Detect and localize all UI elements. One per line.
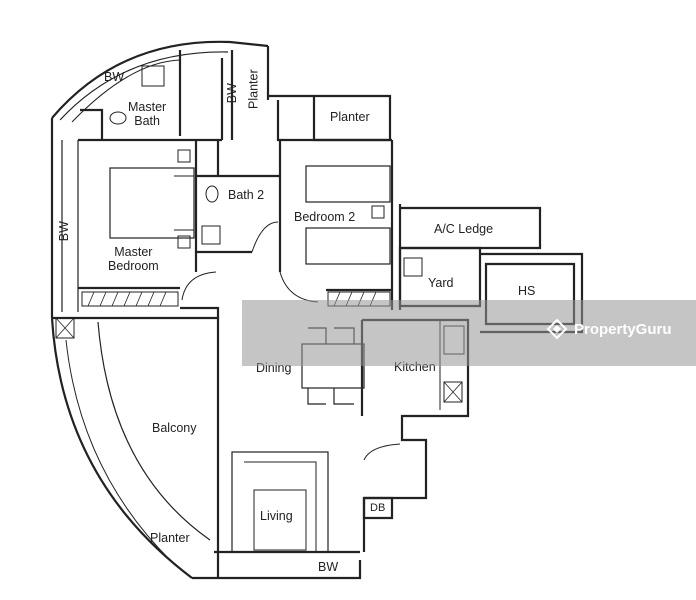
- label-ac-ledge: A/C Ledge: [434, 222, 494, 236]
- planter-box-vertical: [230, 46, 270, 140]
- bedroom2-bed-top: [305, 165, 391, 203]
- balcony-post: [55, 317, 75, 339]
- toilet-bath2: [205, 185, 219, 203]
- label-db: DB: [370, 502, 386, 514]
- door-arc-bedroom2: [279, 271, 319, 303]
- curved-inner-wall-top: [59, 51, 229, 121]
- label-bw-top: BW: [104, 70, 125, 84]
- master-wardrobe: [81, 291, 179, 307]
- wall-top-right: [276, 100, 392, 142]
- sofa-cushions: [244, 461, 317, 552]
- master-bed-pillows: [174, 175, 195, 231]
- bedroom2-bed-bottom: [305, 227, 391, 265]
- label-bath-2: Bath 2: [228, 188, 265, 202]
- label-balcony: Balcony: [152, 421, 197, 435]
- living-sofa: [231, 451, 329, 553]
- top-planter-box: [268, 94, 392, 142]
- door-arc-bath2: [251, 221, 279, 253]
- watermark-band: [242, 300, 696, 366]
- bedroom2-wardrobe-hatch: [333, 291, 377, 307]
- master-bath-left-box: [80, 108, 104, 140]
- label-bw-bottom: BW: [318, 560, 339, 574]
- toilet-master: [109, 111, 127, 125]
- label-bw-left: BW: [56, 221, 71, 242]
- label-bedroom-2: Bedroom 2: [294, 210, 356, 224]
- basin-bath2: [201, 225, 221, 245]
- balcony-outer-curve: [50, 317, 193, 579]
- label-yard: Yard: [428, 276, 454, 290]
- balcony-inner-curve-2: [65, 339, 171, 561]
- bedroom2-walls: [278, 140, 394, 310]
- label-living: Living: [260, 509, 293, 523]
- watermark-logo: PropertyGuru: [546, 318, 672, 340]
- door-arc-master: [181, 271, 217, 301]
- basin-master: [141, 65, 165, 87]
- label-planter-bottom: Planter: [150, 531, 190, 545]
- yard-sink: [403, 257, 423, 277]
- balcony-inner-curve: [97, 321, 211, 541]
- master-bedroom-bottom-wall: [52, 286, 220, 320]
- label-hs: HS: [518, 284, 536, 298]
- master-bed: [109, 167, 195, 239]
- propertyguru-logo-icon: [546, 318, 568, 340]
- label-master-bath: Master Bath: [128, 100, 167, 129]
- ac-box-master: [177, 149, 191, 163]
- watermark-brand: PropertyGuru: [574, 320, 672, 338]
- master-wardrobe-hatch: [87, 291, 167, 307]
- label-planter-vertical: Planter: [246, 69, 261, 109]
- ac-box-bedroom2: [371, 205, 385, 219]
- fridge-cross: [443, 381, 463, 403]
- fridge-box: [443, 381, 463, 403]
- label-planter-top: Planter: [330, 110, 370, 124]
- curved-outer-wall-top: [51, 40, 269, 119]
- ac-box-master-2: [177, 235, 191, 249]
- balcony-post-cross: [55, 317, 75, 339]
- door-arc-db: [363, 443, 401, 461]
- label-bw-master-bath: BW: [224, 83, 239, 104]
- label-master-bedroom: Master Bedroom: [108, 245, 159, 274]
